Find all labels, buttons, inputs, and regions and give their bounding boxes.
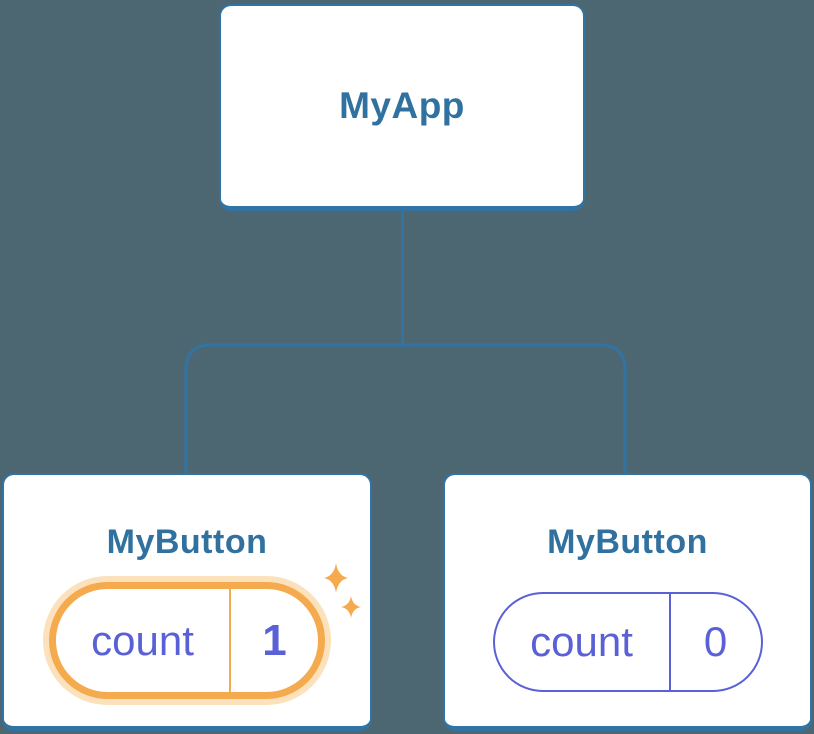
sparkles-icon xyxy=(324,563,361,618)
component-label-mybutton-right: MyButton xyxy=(547,523,708,561)
state-name-label: count xyxy=(530,618,633,665)
state-pill: count 0 xyxy=(492,592,763,692)
component-node-mybutton-updated: MyButton count 1 xyxy=(2,473,372,731)
state-pill-divider xyxy=(668,594,671,690)
component-label-mybutton-left: MyButton xyxy=(106,523,268,561)
children-bracket-line xyxy=(184,343,627,474)
component-node-myapp: MyApp xyxy=(219,4,585,211)
state-pill-highlighted: count 1 xyxy=(49,582,325,699)
component-node-mybutton: MyButton count 0 xyxy=(443,473,812,731)
component-label-myapp: MyApp xyxy=(339,85,465,126)
state-name-label: count xyxy=(91,616,194,664)
state-value: 1 xyxy=(262,615,287,665)
state-pill-divider xyxy=(229,589,231,692)
state-value: 0 xyxy=(703,618,728,665)
